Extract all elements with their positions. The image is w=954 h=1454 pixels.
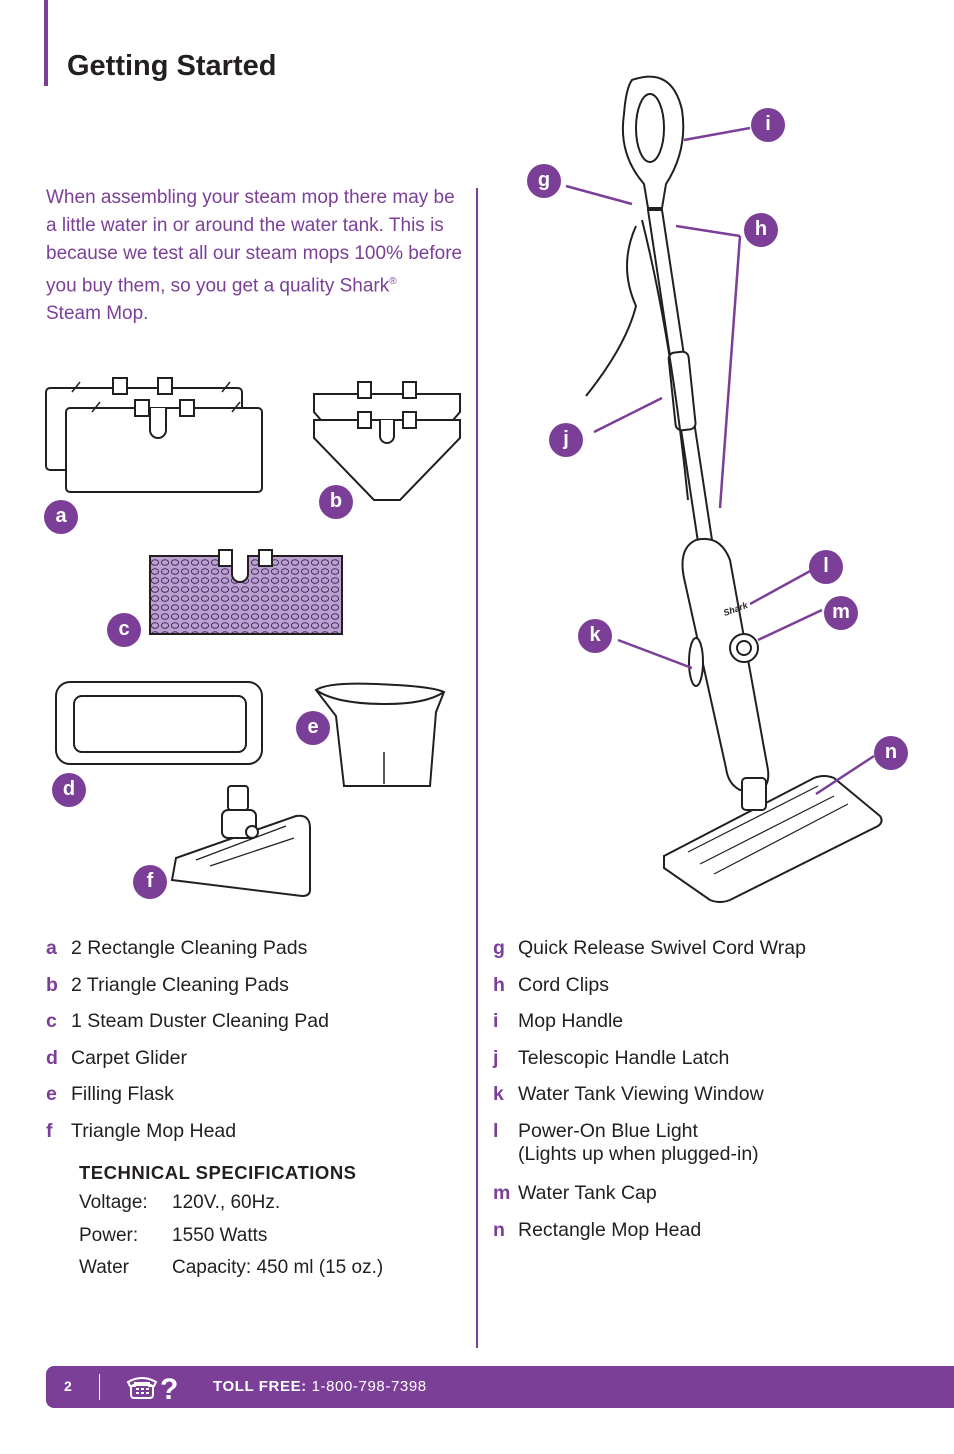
header-accent-bar	[44, 0, 48, 86]
badge-g: g	[527, 164, 561, 198]
technical-specifications: TECHNICAL SPECIFICATIONS Voltage:120V., …	[79, 1162, 383, 1290]
intro-text: When assembling your steam mop there may…	[46, 184, 466, 328]
triangle-pads-drawing	[313, 381, 461, 501]
toll-free-label: TOLL FREE:	[213, 1378, 307, 1395]
badge-c: c	[107, 613, 141, 647]
page-number: 2	[64, 1378, 72, 1394]
badge-a: a	[44, 500, 78, 534]
badge-i: i	[751, 108, 785, 142]
badge-h: h	[744, 213, 778, 247]
footer-bar: 2 ? TOLL FREE: 1-800-798-7398	[46, 1366, 954, 1408]
spec-row: Power:1550 Watts	[79, 1224, 268, 1246]
intro-end: Steam Mop.	[46, 303, 149, 325]
column-divider	[476, 188, 478, 1348]
steam-mop-illustration: Shark	[565, 75, 883, 903]
specs-heading: TECHNICAL SPECIFICATIONS	[79, 1162, 357, 1183]
toll-free-number: 1-800-798-7398	[311, 1378, 427, 1395]
registered-mark: ®	[389, 276, 397, 287]
spec-row: Voltage:120V., 60Hz.	[79, 1192, 281, 1213]
badge-j: j	[549, 423, 583, 457]
footer-divider	[99, 1374, 100, 1400]
page-title: Getting Started	[67, 50, 277, 82]
phone-question-icon: ?	[124, 1372, 184, 1407]
badge-n: n	[874, 736, 908, 770]
badge-b: b	[319, 485, 353, 519]
intro-body: When assembling your steam mop there may…	[46, 187, 463, 297]
rectangle-pads-drawing	[45, 377, 263, 493]
badge-m: m	[824, 596, 858, 630]
filling-flask-drawing	[314, 682, 446, 787]
badge-k: k	[578, 619, 612, 653]
triangle-mop-head-drawing	[170, 785, 311, 898]
badge-f: f	[133, 865, 167, 899]
rectangle-mop-head-shape	[663, 775, 883, 903]
accessories-illustration	[45, 377, 461, 898]
badge-l: l	[809, 550, 843, 584]
badge-d: d	[52, 773, 86, 807]
svg-text:?: ?	[160, 1373, 178, 1402]
badge-e: e	[296, 711, 330, 745]
duster-pad-drawing	[149, 549, 343, 635]
carpet-glider-drawing	[55, 681, 263, 765]
toll-free-info: TOLL FREE: 1-800-798-7398	[213, 1378, 427, 1395]
